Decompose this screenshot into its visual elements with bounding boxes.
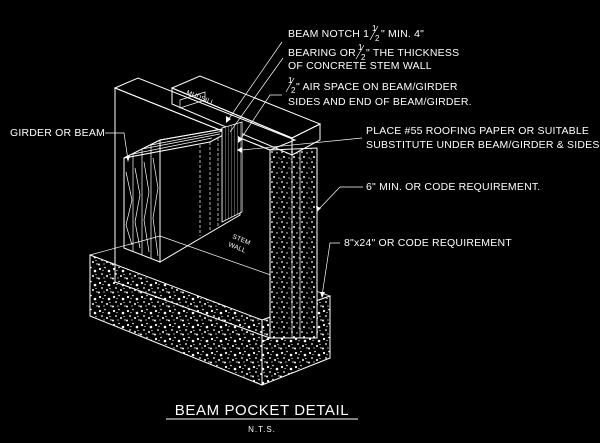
callout-bearing-line2: OF CONCRETE STEM WALL	[288, 60, 432, 72]
callout-bearing-frac-den: 2	[361, 53, 366, 62]
callout-notch-prefix: BEAM NOTCH 1	[288, 28, 369, 40]
callout-air-frac-den: 2	[291, 86, 296, 95]
callout-notch-frac-num: 1	[372, 24, 377, 33]
callout-notch-frac-den: 2	[375, 34, 380, 43]
callout-paper-line1: PLACE #55 ROOFING PAPER OR SUITABLE	[366, 125, 589, 137]
stem-wall	[113, 77, 318, 343]
callout-footing: 8"x24" OR CODE REQUIREMENT	[344, 237, 512, 249]
callout-air-line1: " AIR SPACE ON BEAM/GIRDER	[296, 81, 458, 93]
callout-6-min: 6" MIN. OR CODE REQUIREMENT.	[366, 181, 540, 193]
callout-bearing-suffix: " THE THICKNESS	[366, 47, 459, 59]
scale-note: N.T.S.	[248, 425, 276, 434]
drawing-title: BEAM POCKET DETAIL	[175, 402, 349, 419]
callout-bearing-frac-num: 1	[358, 43, 363, 52]
callout-air-frac-num: 1	[288, 76, 293, 85]
leader-lines	[105, 41, 363, 298]
callout-girder: GIRDER OR BEAM	[10, 127, 105, 139]
callout-air-line2: SIDES AND END OF BEAM/GIRDER.	[288, 96, 472, 108]
girder-beam	[123, 125, 241, 263]
callout-bearing-prefix: BEARING OR	[288, 47, 356, 59]
callout-paper-line2: SUBSTITUTE UNDER BEAM/GIRDER & SIDES	[366, 139, 600, 151]
callout-notch-suffix: " MIN. 4"	[381, 28, 424, 40]
